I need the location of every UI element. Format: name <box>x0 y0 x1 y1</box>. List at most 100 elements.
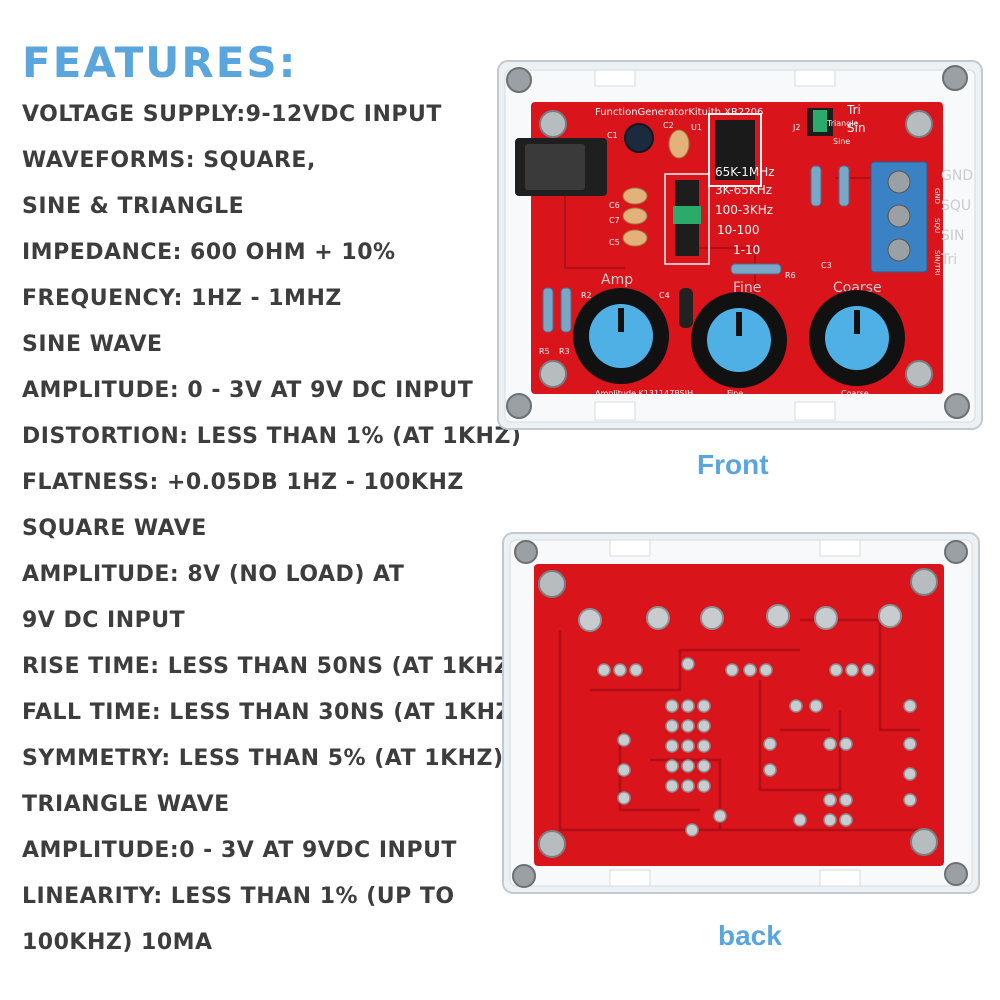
amplitude-knob[interactable] <box>573 288 669 384</box>
solder-pad <box>903 699 917 713</box>
svg-text:1-10: 1-10 <box>733 243 760 257</box>
solder-pad <box>763 737 777 751</box>
range-labels: 65K-1MHz 3K-65KHz 100-3KHz 10-100 1-10 <box>715 165 775 257</box>
case-terminal-labels: GND SQU SIN Tri <box>940 168 973 268</box>
solder-pad <box>829 663 843 677</box>
solder-pad <box>697 719 711 733</box>
back-board-photo <box>502 532 980 894</box>
feature-item: VOLTAGE SUPPLY:9-12VDC INPUT <box>22 102 442 127</box>
solder-pad <box>823 737 837 751</box>
feature-item: AMPLITUDE: 8V (NO LOAD) AT <box>22 562 405 587</box>
solder-pad <box>629 663 643 677</box>
svg-text:Amplitude K131147BSJH: Amplitude K131147BSJH <box>595 389 693 398</box>
svg-text:SIN/TRI: SIN/TRI <box>933 250 941 275</box>
svg-text:U1: U1 <box>691 123 702 132</box>
coarse-knob[interactable] <box>809 290 905 386</box>
svg-text:Coarse: Coarse <box>841 389 869 398</box>
front-caption: Front <box>697 449 769 480</box>
feature-item: SINE WAVE <box>22 332 163 357</box>
svg-text:Sine: Sine <box>833 137 850 146</box>
board-title: FunctionGeneratorKituith XR2206 <box>595 107 763 118</box>
solder-pad <box>697 699 711 713</box>
feature-item: FLATNESS: +0.05DB 1HZ - 100KHZ <box>22 470 464 495</box>
feature-item: AMPLITUDE:0 - 3V AT 9VDC INPUT <box>22 838 457 863</box>
feature-item: DISTORTION: LESS THAN 1% (AT 1KHZ) <box>22 424 522 449</box>
solder-pad <box>713 809 727 823</box>
waveform-jumper[interactable] <box>813 110 827 132</box>
svg-text:Fine: Fine <box>727 389 743 398</box>
svg-text:C2: C2 <box>663 121 674 130</box>
feature-item: AMPLITUDE: 0 - 3V AT 9V DC INPUT <box>22 378 474 403</box>
solder-pad <box>903 767 917 781</box>
svg-text:10-100: 10-100 <box>717 223 760 237</box>
front-board-photo: FunctionGeneratorKituith XR2206 C1 C2 C6… <box>497 60 983 430</box>
solder-pad <box>759 663 773 677</box>
solder-pad <box>613 663 627 677</box>
feature-item: FREQUENCY: 1HZ - 1MHZ <box>22 286 342 311</box>
svg-text:Sin: Sin <box>847 121 866 135</box>
svg-text:3K-65KHz: 3K-65KHz <box>715 183 772 197</box>
solder-pad <box>665 739 679 753</box>
feature-item: TRIANGLE WAVE <box>22 792 230 817</box>
solder-pad <box>839 737 853 751</box>
solder-pad <box>743 663 757 677</box>
solder-pad <box>697 739 711 753</box>
knob-label-amp: Amp <box>601 272 633 288</box>
case-screws <box>506 65 970 419</box>
svg-text:J2: J2 <box>792 123 800 132</box>
solder-pad <box>681 719 695 733</box>
solder-pad <box>809 699 823 713</box>
solder-pad <box>697 779 711 793</box>
solder-pad <box>903 737 917 751</box>
solder-pad <box>789 699 803 713</box>
feature-item: SYMMETRY: LESS THAN 5% (AT 1KHZ) <box>22 746 504 771</box>
xr2206-chip <box>715 120 755 180</box>
svg-text:65K-1MHz: 65K-1MHz <box>715 165 775 179</box>
fine-knob[interactable] <box>691 292 787 388</box>
solder-pad <box>681 657 695 671</box>
feature-item: IMPEDANCE: 600 OHM + 10% <box>22 240 396 265</box>
solder-pad <box>685 823 699 837</box>
features-list: VOLTAGE SUPPLY:9-12VDC INPUT WAVEFORMS: S… <box>22 96 523 970</box>
knob-label-fine: Fine <box>733 280 761 296</box>
back-pcb <box>534 564 944 866</box>
svg-text:R3: R3 <box>559 347 570 356</box>
feature-item: 9V DC INPUT <box>22 608 186 633</box>
svg-text:C1: C1 <box>607 131 618 140</box>
solder-pad <box>665 699 679 713</box>
solder-pad <box>845 663 859 677</box>
feature-item: SINE & TRIANGLE <box>22 194 245 219</box>
svg-text:SQU: SQU <box>941 198 971 214</box>
feature-item: RISE TIME: LESS THAN 50NS (AT 1KHZ) <box>22 654 521 679</box>
solder-pad <box>681 779 695 793</box>
svg-text:C4: C4 <box>659 291 670 300</box>
feature-item: WAVEFORMS: SQUARE, <box>22 148 316 173</box>
feature-item: 100KHZ) 10MA <box>22 930 213 955</box>
electrolytic-capacitor <box>624 123 654 153</box>
solder-pad <box>861 663 875 677</box>
svg-text:C5: C5 <box>609 238 620 247</box>
solder-pad <box>617 763 631 777</box>
range-jumper[interactable] <box>673 206 701 224</box>
solder-pad <box>597 663 611 677</box>
feature-item: LINEARITY: LESS THAN 1% (UP TO <box>22 884 455 909</box>
solder-pad <box>665 759 679 773</box>
svg-text:R5: R5 <box>539 347 550 356</box>
solder-pad <box>681 739 695 753</box>
svg-text:R6: R6 <box>785 271 796 280</box>
solder-pad <box>823 793 837 807</box>
back-caption: back <box>718 920 782 951</box>
solder-pad <box>839 813 853 827</box>
solder-pad <box>793 813 807 827</box>
svg-text:R2: R2 <box>581 291 592 300</box>
svg-text:GND: GND <box>941 168 973 184</box>
feature-item: FALL TIME: LESS THAN 30NS (AT 1KHZ) <box>22 700 523 725</box>
solder-pad <box>725 663 739 677</box>
svg-text:100-3KHz: 100-3KHz <box>715 203 773 217</box>
solder-pad <box>617 791 631 805</box>
solder-pad <box>763 763 777 777</box>
svg-text:Tri: Tri <box>846 103 861 117</box>
svg-text:Triangle: Triangle <box>826 119 858 128</box>
svg-text:GND: GND <box>933 188 941 204</box>
svg-text:C7: C7 <box>609 216 620 225</box>
